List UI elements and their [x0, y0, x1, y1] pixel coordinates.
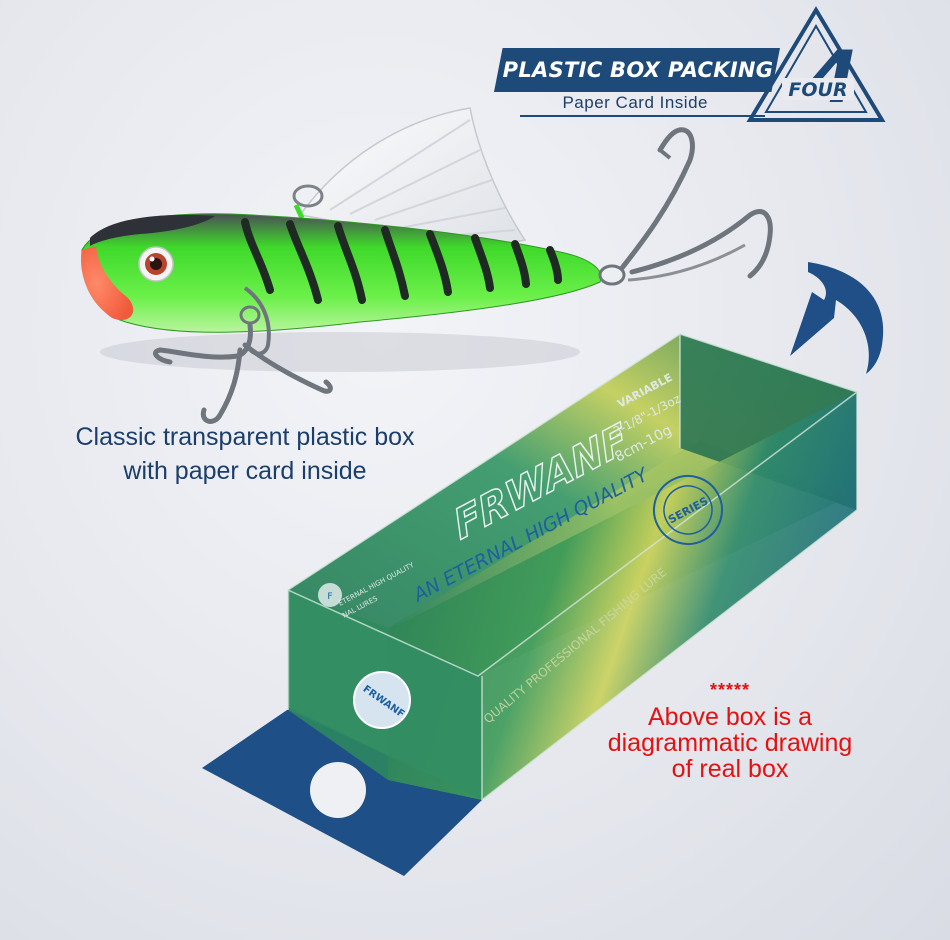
badge-number: 4	[807, 35, 858, 119]
fishing-lure	[81, 107, 773, 424]
caption-left: Classic transparent plastic box with pap…	[20, 420, 470, 488]
note-caption: Above box is a diagrammatic drawing of r…	[570, 704, 890, 782]
note-stars: *****	[709, 680, 751, 700]
hang-hole	[310, 762, 366, 818]
caption-left-line1: Classic transparent plastic box	[75, 423, 415, 451]
box-small-logo: F	[318, 583, 342, 607]
badge-word: FOUR	[788, 79, 847, 101]
caption-left-line2: with paper card inside	[123, 457, 367, 485]
packaging-box-diagram	[202, 333, 859, 876]
curved-arrow-icon	[790, 262, 884, 374]
header-underline	[520, 115, 765, 117]
header-banner	[494, 48, 780, 92]
svg-text:F: F	[327, 592, 332, 602]
box-end-logo: FRWANF	[353, 671, 411, 729]
header-subtitle: Paper Card Inside	[562, 93, 708, 112]
step-four-badge: 4 FOUR	[746, 6, 886, 122]
note-line1: Above box is a	[648, 703, 812, 731]
note-line2: diagrammatic drawing	[607, 729, 853, 757]
header-title: PLASTIC BOX PACKING	[502, 58, 774, 82]
note-line3: of real box	[671, 755, 789, 783]
